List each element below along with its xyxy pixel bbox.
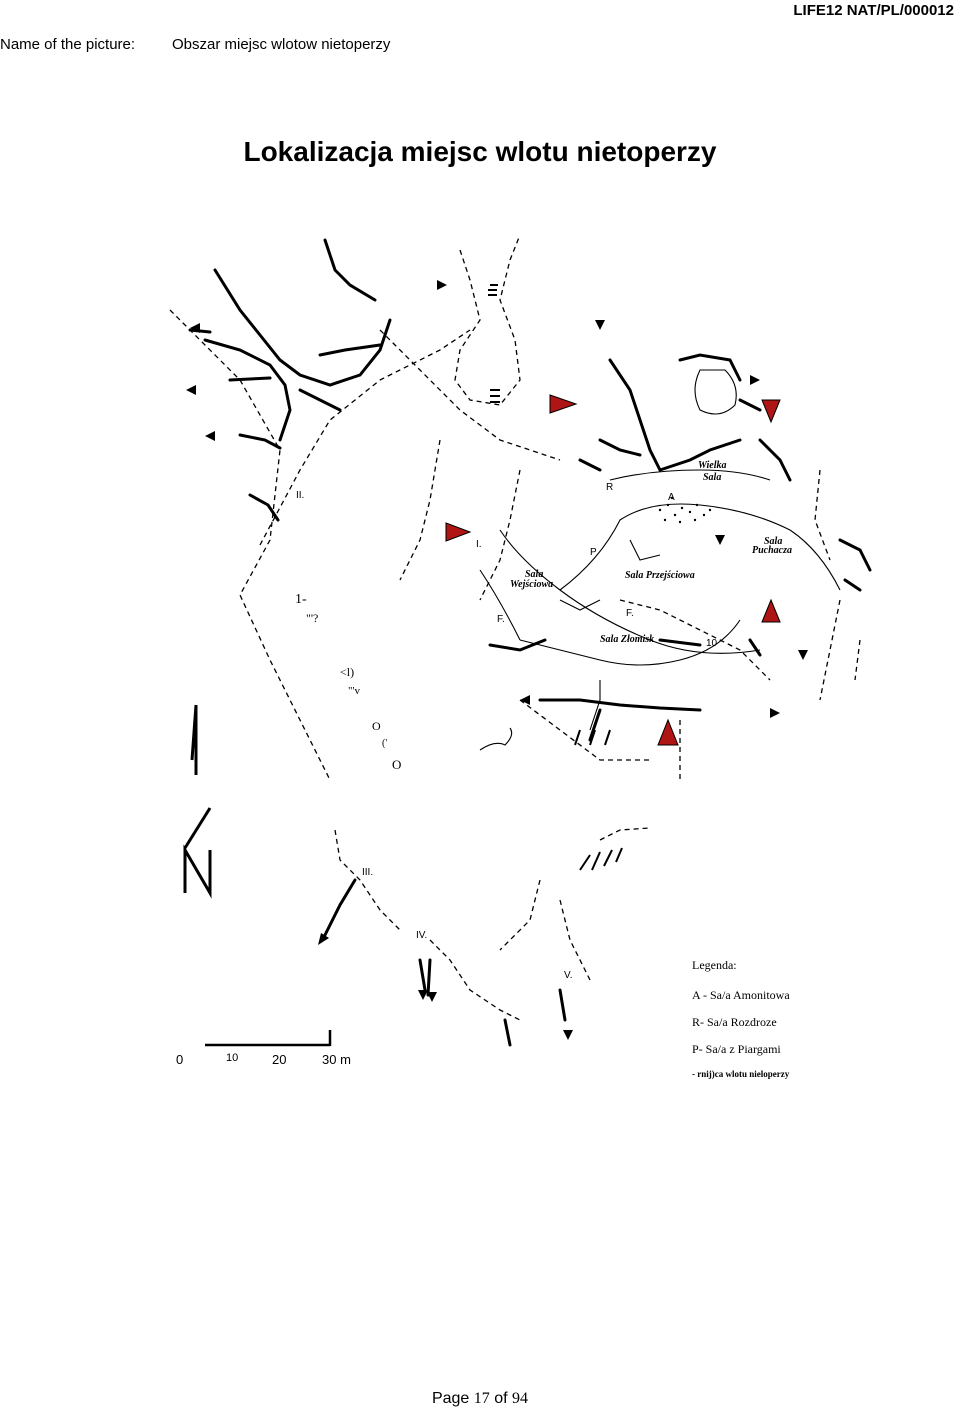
label-sala-wejsciowa-2: Wejściowa	[510, 579, 553, 590]
stray-mark: O	[392, 757, 401, 772]
page-footer: Page 17 of 94	[0, 1390, 960, 1408]
label-sala-puchacza-2: Puchacza	[752, 545, 792, 556]
label-10: 10	[706, 638, 718, 649]
legend: Legenda: A - Sa/a Amonitowa R- Sa/a Rozd…	[692, 958, 790, 1091]
label-sala-wejsciowa-1: Sala	[525, 569, 543, 580]
label-roman-1: I.	[476, 539, 482, 550]
cave-map: Wielka Sala Sala Puchacza Sala Wejściowa…	[169, 234, 872, 1047]
bat-entrance-markers	[445, 394, 781, 746]
label-roman-4: IV.	[416, 930, 427, 941]
label-f2: F.	[626, 608, 634, 619]
label-sala-zlomisk: Sala Złomisk	[600, 634, 654, 645]
bat-entrance-marker	[445, 522, 472, 542]
label-p: P	[590, 547, 597, 558]
stray-mark: O	[372, 719, 381, 733]
label-f1: F.	[497, 614, 505, 625]
label-roman-5: V.	[564, 970, 573, 981]
of-word: of	[494, 1390, 508, 1407]
scale-tick-0: 0	[176, 1052, 184, 1067]
stray-mark: <l)	[340, 665, 354, 679]
stray-mark: ('	[382, 738, 387, 749]
label-r: R	[606, 482, 613, 493]
scale-tick-30: 30 m	[322, 1052, 351, 1067]
page-number: 17	[473, 1390, 490, 1407]
legend-item: A - Sa/a Amonitowa	[692, 988, 790, 1002]
scale-tick-10: 10	[226, 1052, 239, 1064]
label-a: A	[668, 492, 675, 503]
bat-entrance-marker	[761, 598, 781, 623]
legend-title: Legenda:	[692, 958, 737, 972]
legend-item: - rnij)ca wlotu nieloperzy	[692, 1069, 790, 1079]
scale-bar	[205, 1030, 332, 1047]
bat-entrance-marker	[657, 718, 679, 746]
page-title: Lokalizacja miejsc wlotu nietoperzy	[243, 136, 717, 167]
label-wielka-sala-1: Wielka	[698, 460, 727, 471]
page-word: Page	[431, 1390, 470, 1407]
page-total: 94	[512, 1390, 529, 1407]
project-id: LIFE12 NAT/PL/000012	[793, 2, 954, 19]
label-roman-2: II.	[296, 490, 304, 501]
label-roman-3: III.	[362, 867, 373, 878]
picture-name-value: Obszar miejsc wlotow nietoperzy	[172, 36, 391, 53]
bat-entrance-marker	[761, 399, 781, 424]
scale-tick-20: 20	[272, 1052, 287, 1067]
north-letter	[183, 844, 212, 899]
stray-mark: "'v	[348, 685, 360, 697]
label-sala-puchacza-1: Sala	[764, 536, 782, 547]
picture-name-label: Name of the picture:	[0, 36, 136, 53]
label-wielka-sala-2: Sala	[703, 472, 721, 483]
legend-item: P- Sa/a z Piargami	[692, 1042, 781, 1056]
stray-mark: 1-	[295, 592, 307, 607]
legend-item: R- Sa/a Rozdroze	[692, 1015, 777, 1029]
bat-entrance-marker	[549, 394, 578, 414]
stray-mark: "'?	[306, 611, 318, 625]
label-sala-przejsciowa: Sala Przejściowa	[625, 570, 695, 581]
